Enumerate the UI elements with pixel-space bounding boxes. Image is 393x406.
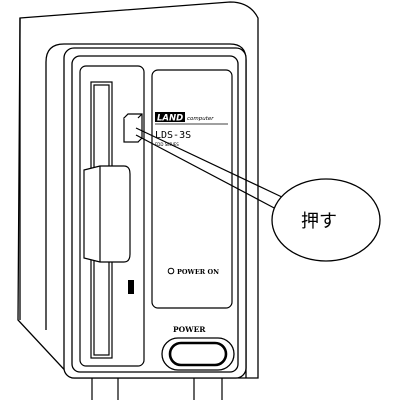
callout-bubble: 押す bbox=[271, 178, 381, 262]
eject-button[interactable] bbox=[123, 113, 143, 143]
brand-logo-text: LAND bbox=[157, 114, 183, 124]
power-button-inner bbox=[168, 341, 228, 367]
drive-latch bbox=[83, 165, 131, 263]
power-on-indicator: POWER ON bbox=[167, 267, 219, 276]
power-button-label: POWER bbox=[173, 325, 206, 334]
feet bbox=[91, 378, 223, 400]
callout-label: 押す bbox=[301, 211, 337, 232]
model-subtext: FDD SERIES bbox=[155, 142, 179, 147]
brand-suffix: computer bbox=[187, 116, 214, 122]
power-button-area: POWER bbox=[161, 325, 235, 371]
label-panel bbox=[151, 69, 233, 309]
brand-logo: LAND computer bbox=[155, 112, 228, 125]
model-label: LDS-3S bbox=[155, 130, 191, 141]
power-led-icon bbox=[167, 267, 175, 275]
callout-pointer bbox=[135, 127, 285, 211]
access-led bbox=[128, 280, 134, 294]
power-on-label: POWER ON bbox=[177, 268, 219, 276]
